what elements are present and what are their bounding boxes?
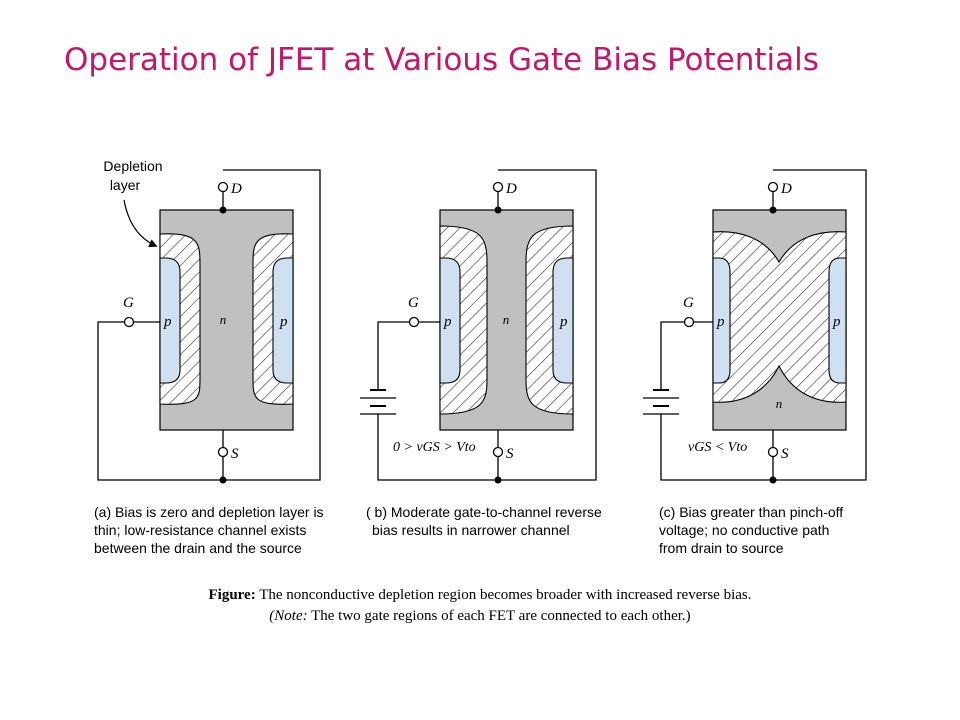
drain-contact-dot [494,206,502,214]
figure-caption-line2: (Note: The two gate regions of each FET … [0,606,960,627]
drain-terminal [767,181,779,193]
panel-caption-line: bias results in narrower channel [372,522,570,538]
battery-symbol [643,389,679,430]
depletion-label: Depletion [103,158,162,174]
panel-c: D G S p p n vGS < Vto (c) Bias greater t… [643,169,867,556]
p-label-left: p [163,314,172,330]
p-region-left [712,257,731,384]
p-region-right [272,257,294,384]
panel-caption-line: ( b) Moderate gate-to-channel reverse [366,504,602,520]
drain-label: D [780,181,792,197]
source-label: S [231,446,239,462]
source-terminal [217,446,229,458]
figure-caption: Figure: The nonconductive depletion regi… [0,585,960,627]
figure-caption-text: The nonconductive depletion region becom… [259,587,752,603]
p-label-left: p [716,314,725,330]
drain-label: D [230,181,242,197]
source-terminal [492,446,504,458]
drain-label: D [505,181,517,197]
p-label-right: p [559,314,568,330]
p-label-right: p [279,314,288,330]
source-contact-dot [494,476,502,484]
slide-title: Operation of JFET at Various Gate Bias P… [64,42,819,78]
n-label: n [220,312,227,327]
depletion-region-merged [712,231,847,403]
figure-caption-note: The two gate regions of each FET are con… [311,608,691,624]
source-contact-dot [769,476,777,484]
gate-terminal [408,316,420,328]
p-region-left [159,257,181,384]
p-label-right: p [832,314,841,330]
n-label: n [503,312,510,327]
p-region-right [828,257,847,384]
panel-a: D G S p p n Depletion layer (a) Bias is … [94,158,324,556]
drain-terminal [217,181,229,193]
gate-label: G [408,295,419,311]
battery-symbol [360,389,396,430]
drain-contact-dot [219,206,227,214]
bias-condition-label: 0 > vGS > Vto [393,440,476,455]
source-terminal [767,446,779,458]
figure-caption-note-lead: (Note: [269,608,308,624]
p-label-left: p [443,314,452,330]
p-region-right [552,257,574,384]
p-region-left [439,257,461,384]
panel-caption-line: (c) Bias greater than pinch-off [659,504,843,520]
gate-terminal [123,316,135,328]
drain-contact-dot [769,206,777,214]
panel-caption-line: voltage; no conductive path [659,522,829,538]
bias-condition-label: vGS < Vto [688,440,747,455]
gate-terminal [683,316,695,328]
source-contact-dot [219,476,227,484]
panel-caption-line: (a) Bias is zero and depletion layer is [94,504,324,520]
figure-caption-lead: Figure: [208,587,256,603]
figure-caption-line1: Figure: The nonconductive depletion regi… [0,585,960,606]
n-label: n [776,396,783,411]
panel-caption-line: from drain to source [659,540,784,556]
panel-b: D G S p p n 0 > vGS > Vto ( b) Moderate … [360,169,602,538]
source-label: S [781,446,789,462]
depletion-arrow [123,199,158,248]
depletion-label-line2: layer [110,177,141,193]
gate-label: G [683,295,694,311]
panel-caption-line: between the drain and the source [94,540,302,556]
gate-label: G [123,295,134,311]
panel-caption-line: thin; low-resistance channel exists [94,522,306,538]
source-label: S [506,446,514,462]
drain-terminal [492,181,504,193]
